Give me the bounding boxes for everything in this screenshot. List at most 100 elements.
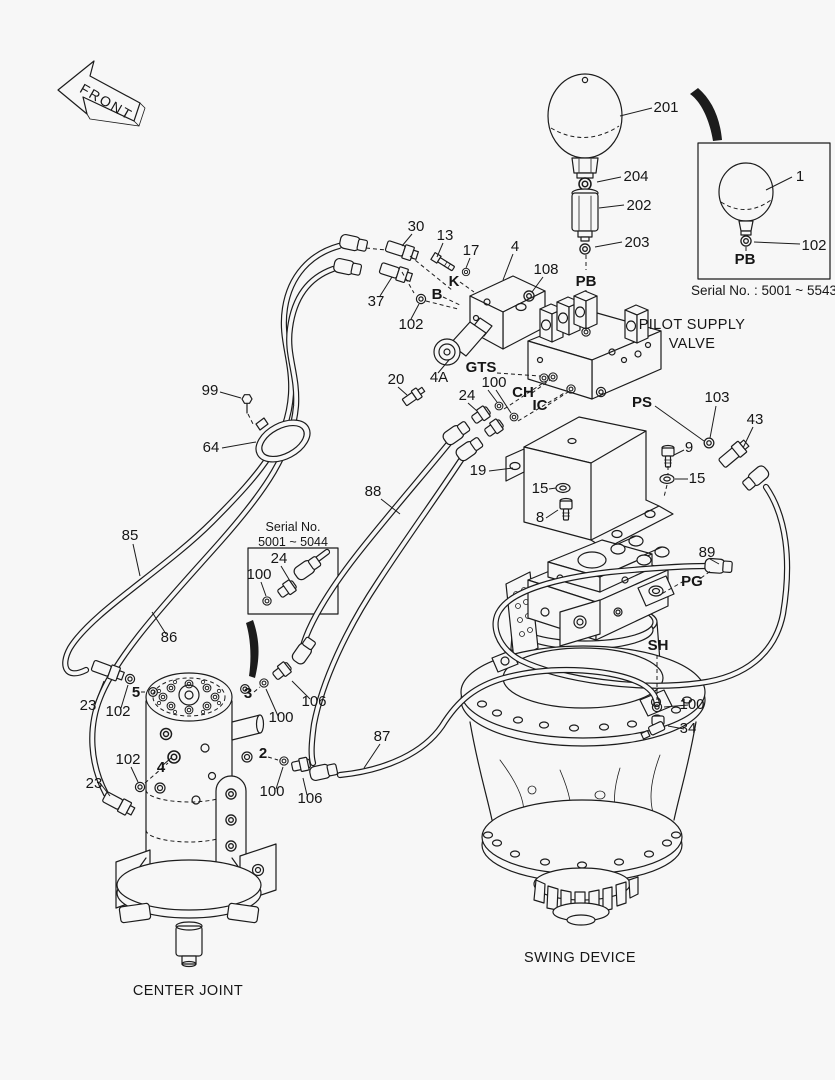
bolt-13 (430, 252, 455, 272)
valve-section-3 (573, 290, 598, 330)
callout-lCH: CH (512, 384, 534, 401)
accumulator-adapter (571, 188, 599, 242)
callout-l64: 64 (203, 439, 220, 456)
callout-l100c: 100 (679, 696, 704, 713)
hose-87 (336, 666, 661, 779)
swing-device (460, 535, 706, 926)
callout-l88: 88 (365, 483, 382, 500)
callout-l17: 17 (463, 242, 480, 259)
inset-pointer-bottom (246, 620, 259, 678)
fitting-106b (290, 756, 312, 774)
elbow-34 (640, 715, 666, 740)
accumulator-inset (697, 142, 831, 280)
callout-ser2b: 5001 ~ 5044 (258, 535, 328, 549)
callout-lIC: IC (533, 397, 548, 414)
pilot-supply-valve (496, 290, 705, 442)
callout-ser1: Serial No. : 5001 ~ 5543 (691, 283, 835, 298)
hose-85 (62, 242, 343, 677)
callout-l30: 30 (408, 218, 425, 235)
center-joint (115, 672, 277, 968)
callout-l1: 1 (796, 168, 804, 185)
callout-l203: 203 (624, 234, 649, 251)
callout-l102b: 102 (105, 703, 130, 720)
callout-psv2: VALVE (669, 336, 716, 352)
callout-l85: 85 (122, 527, 139, 544)
callout-l3: 3 (244, 685, 252, 702)
callout-pb2: PB (735, 251, 756, 268)
callout-l87: 87 (374, 728, 391, 745)
solenoid-valve (365, 233, 546, 374)
swing-gear (533, 867, 639, 926)
callout-l108: 108 (533, 261, 558, 278)
hose-88b (308, 453, 467, 767)
hose-88a (299, 438, 454, 650)
callout-l100b: 100 (246, 566, 271, 583)
callout-l202: 202 (626, 197, 651, 214)
inset-pointer-top (690, 88, 722, 141)
fitting-43 (718, 439, 750, 468)
hose-fittings (89, 233, 772, 819)
callout-l43: 43 (747, 411, 764, 428)
front-arrow (57, 60, 146, 127)
callout-l106a: 106 (301, 693, 326, 710)
pilot-fittings (397, 386, 519, 440)
accumulator (547, 73, 653, 326)
callout-l100e: 100 (259, 783, 284, 800)
callout-l102a: 102 (398, 316, 423, 333)
callout-l89: 89 (699, 544, 716, 561)
callout-l20: 20 (388, 371, 405, 388)
callout-capSD: SWING DEVICE (524, 950, 636, 966)
callout-l5: 5 (132, 684, 140, 701)
callout-l99: 99 (202, 382, 219, 399)
callout-l4A: 4A (430, 369, 448, 386)
callout-l23b: 23 (86, 775, 103, 792)
callout-l4b: 4 (157, 759, 166, 776)
callout-l24a: 24 (459, 387, 476, 404)
pg-port-boss (637, 575, 675, 607)
callout-l204: 204 (623, 168, 648, 185)
callout-lPS: PS (632, 394, 652, 411)
callout-l19: 19 (470, 462, 487, 479)
mounting-bracket (488, 416, 688, 550)
callout-l24b: 24 (271, 550, 288, 567)
callout-l13: 13 (437, 227, 454, 244)
callout-lSH: SH (648, 637, 669, 654)
callout-l15b: 15 (532, 480, 549, 497)
callout-l102i: 102 (801, 237, 826, 254)
callout-l103: 103 (704, 389, 729, 406)
bolt-99 (241, 394, 255, 427)
callout-l2: 2 (259, 745, 267, 762)
ps-fitting-chain (703, 405, 754, 468)
callout-l37: 37 (368, 293, 385, 310)
callout-l8: 8 (536, 509, 544, 526)
callout-l201: 201 (653, 99, 678, 116)
callout-l34: 34 (680, 720, 697, 737)
callout-l9: 9 (685, 439, 693, 456)
callout-lPG: PG (681, 573, 703, 590)
callout-l102c: 102 (115, 751, 140, 768)
hose-clamp-64 (241, 394, 311, 463)
callout-lB: B (432, 286, 443, 303)
fitting-20 (401, 386, 426, 407)
solenoid-coil (433, 317, 493, 366)
callout-l4: 4 (511, 238, 519, 255)
fitting-106a (270, 659, 294, 683)
callout-l86: 86 (161, 629, 178, 646)
hoses (62, 242, 791, 798)
callout-l106b: 106 (297, 790, 322, 807)
leader-lines (94, 380, 720, 797)
callout-l23a: 23 (80, 697, 97, 714)
swing-motor (505, 535, 675, 661)
callout-lGTS: GTS (466, 359, 497, 376)
elbow-23b (100, 789, 137, 819)
callout-ser2a: Serial No. (266, 520, 321, 534)
callout-l100d: 100 (268, 709, 293, 726)
hose-86 (89, 265, 337, 798)
callout-psv1: PILOT SUPPLY (639, 317, 746, 333)
valve-section-4 (624, 304, 649, 344)
callout-l100a: 100 (481, 374, 506, 391)
callout-capCJ: CENTER JOINT (133, 983, 243, 999)
callout-pb1: PB (576, 273, 597, 290)
